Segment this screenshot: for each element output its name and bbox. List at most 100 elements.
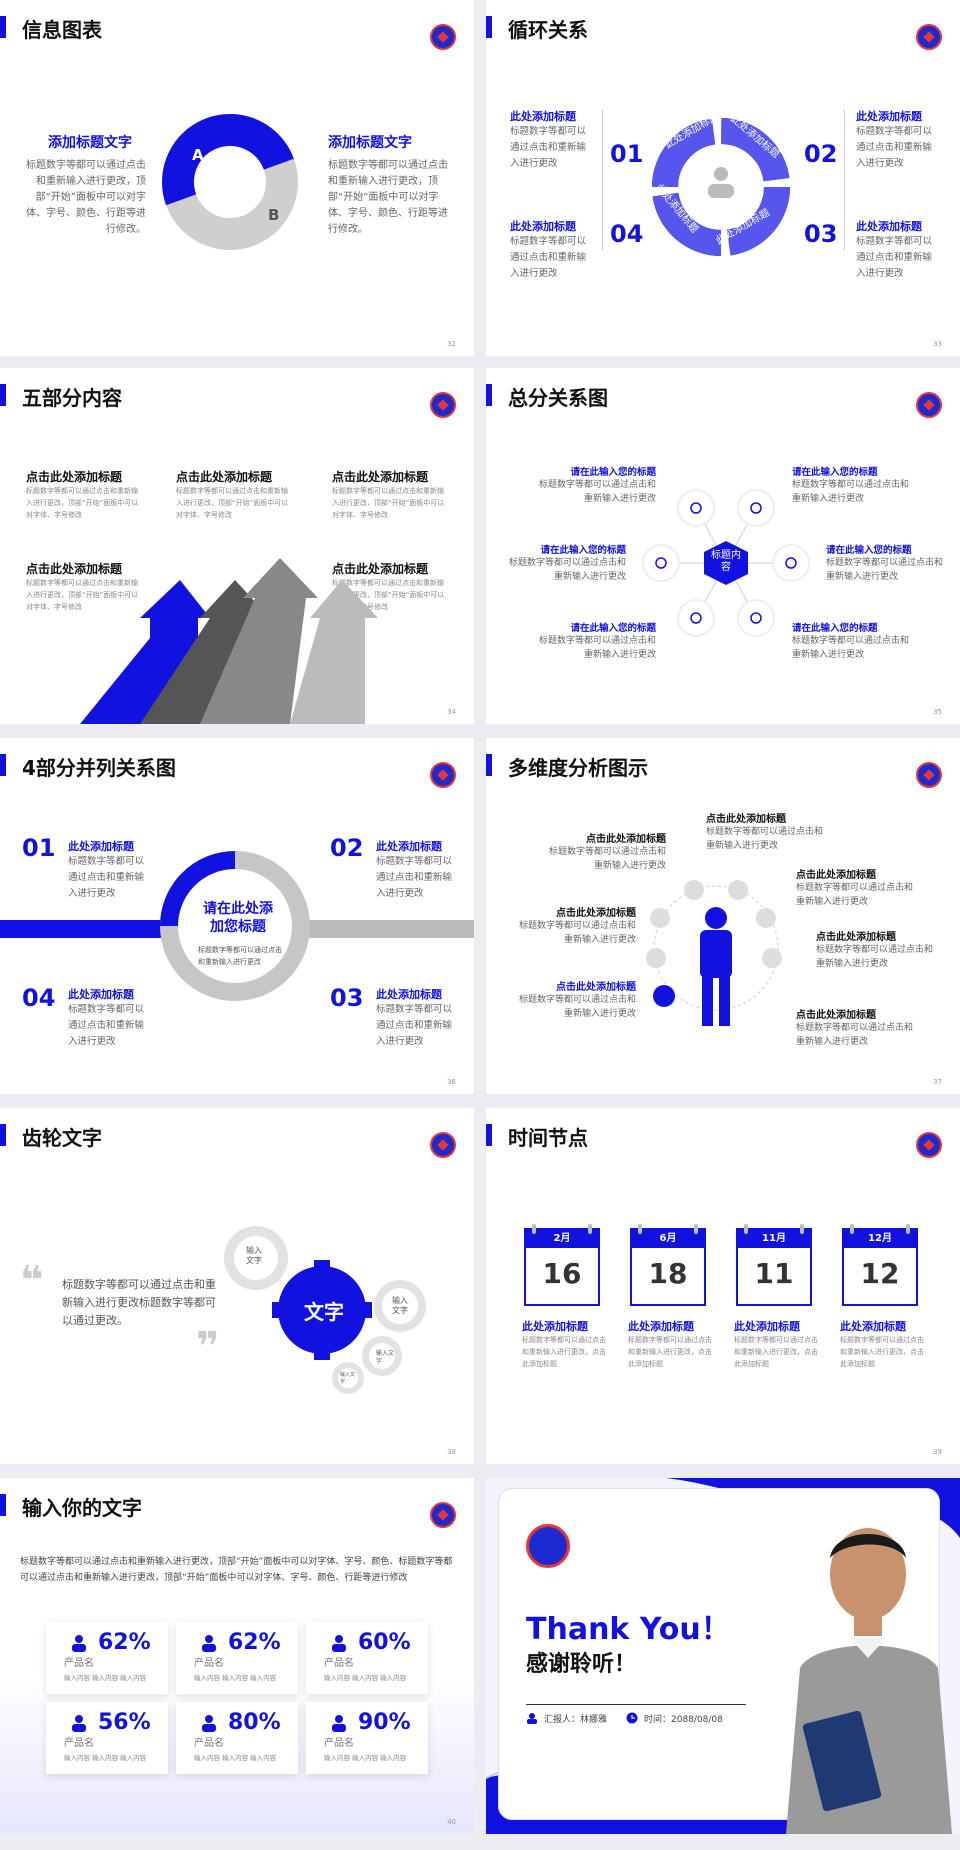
slide-multi-dimension[interactable]: 多维度分析图示 点击此处添加标题 标题数字等都可以通过点击和重新输入进行更改 点…: [486, 738, 960, 1094]
slide-info-chart[interactable]: 信息图表 添加标题文字 标题数字等都可以通过点击和重新输入进行更改，顶部“开始”…: [0, 0, 474, 356]
item-5: 请在此输入您的标题 标题数字等都可以通过点击和重新输入进行更改: [538, 623, 656, 660]
num-04: 04: [610, 220, 644, 248]
stat-card-4: 56% 产品名 输入内容 输入内容 输入内容: [46, 1702, 168, 1774]
slide-thank-you[interactable]: Thank You！ 感谢聆听！ 汇报人：林娜雅 时间：2088/08/08: [486, 1478, 960, 1834]
page-number: 33: [933, 340, 942, 348]
slide-four-parallel[interactable]: 4部分并列关系图 请在此处添加您标题 标题数字等都可以通过点击和重新输入进行更改…: [0, 738, 474, 1094]
slide-input-text[interactable]: 输入你的文字 标题数字等都可以通过点击和重新输入进行更改，顶部“开始”面板中可以…: [0, 1478, 474, 1834]
user-icon: [332, 1715, 346, 1732]
page-number: 34: [447, 708, 456, 716]
item-2: 此处添加标题 标题数字等都可以通过点击和重新输入进行更改: [856, 108, 936, 172]
item-3: 点击此处添加标题 标题数字等都可以通过点击和重新输入进行更改: [796, 870, 914, 907]
item-5: 点击此处添加标题 标题数字等都可以通过点击和重新输入进行更改: [816, 932, 934, 969]
school-logo: [916, 24, 942, 50]
item-6: 点击此处添加标题 标题数字等都可以通过点击和重新输入进行更改: [518, 982, 636, 1019]
item-1: 此处添加标题 标题数字等都可以通过点击和重新输入进行更改: [68, 840, 145, 899]
slide-five-parts[interactable]: 五部分内容 点击此处添加标题 标题数字等都可以通过点击和重新输入进行更改，顶部“…: [0, 368, 474, 724]
slide-title: 信息图表: [0, 14, 102, 43]
event-4: 此处添加标题 标题数字等都可以通过点击和重新输入进行更改，点击此添加标题: [840, 1320, 924, 1368]
item-text: 标题数字等都可以通过点击和重新输入进行更改，顶部“开始”面板中可以对字体、字号修…: [176, 487, 289, 519]
calendar-3: 11月 11: [736, 1224, 812, 1306]
donut-chart: [162, 114, 298, 250]
gear-label-4: 输入文字: [340, 1372, 356, 1385]
num-01: 01: [22, 834, 56, 862]
slide-title: 4部分并列关系图: [0, 752, 176, 781]
school-logo: [430, 1132, 456, 1158]
school-logo: [526, 1524, 570, 1568]
right-band: [300, 920, 474, 938]
item-3: 此处添加标题 标题数字等都可以通过点击和重新输入进行更改: [856, 218, 936, 282]
slide-title: 多维度分析图示: [486, 752, 648, 781]
item-text: 标题数字等都可以通过点击和重新输入进行更改: [510, 126, 587, 169]
page-number: 39: [933, 1448, 942, 1456]
left-text: 标题数字等都可以通过点击和重新输入进行更改，顶部“开始”面板中可以对字体、字号、…: [26, 160, 146, 235]
user-icon: [202, 1635, 216, 1652]
slide-total-part[interactable]: 总分关系图 标题内容 请在此输入您的标题 标题数字等都可以通过点击和重新输入进行…: [486, 368, 960, 724]
gear-label-2: 输入文字: [392, 1296, 408, 1315]
school-logo: [430, 392, 456, 418]
slide-timeline[interactable]: 时间节点 2月 16 6月 18 11月 11 12月 12 此处添加标题 标题…: [486, 1108, 960, 1464]
calendar-4: 12月 12: [842, 1224, 918, 1306]
slide-title: 时间节点: [486, 1122, 588, 1151]
slide-cycle[interactable]: 循环关系 此处添加标题 标题数字等都可以通过点击和重新输入进行更改 此处添加标题…: [486, 0, 960, 356]
item-heading: 点击此处添加标题: [26, 562, 123, 576]
center-heading: 请在此处添加您标题: [203, 901, 273, 935]
gear-label-3: 输入文字: [376, 1350, 395, 1365]
item-3: 点击此处添加标题 标题数字等都可以通过点击和重新输入进行更改，顶部“开始”面板中…: [332, 468, 450, 521]
school-logo: [430, 762, 456, 788]
item-1: 此处添加标题 标题数字等都可以通过点击和重新输入进行更改: [510, 108, 590, 172]
left-heading: 添加标题文字: [48, 135, 132, 151]
thank-you-title: Thank You！: [526, 1612, 731, 1647]
slide-title: 总分关系图: [486, 382, 608, 411]
stat-card-6: 90% 产品名 输入内容 输入内容 输入内容: [306, 1702, 428, 1774]
item-text: 标题数字等都可以通过点击和重新输入进行更改: [856, 236, 933, 279]
item-4: 点击此处添加标题 标题数字等都可以通过点击和重新输入进行更改，顶部“开始”面板中…: [26, 560, 144, 613]
clock-icon: [626, 1712, 638, 1724]
item-text: 标题数字等都可以通过点击和重新输入进行更改，顶部“开始”面板中可以对字体、字号修…: [26, 487, 139, 519]
event-3: 此处添加标题 标题数字等都可以通过点击和重新输入进行更改，点击此添加标题: [734, 1320, 818, 1368]
item-heading: 点击此处添加标题: [332, 470, 429, 484]
slide-title: 齿轮文字: [0, 1122, 102, 1151]
item-2: 点击此处添加标题 标题数字等都可以通过点击和重新输入进行更改: [548, 834, 666, 871]
user-icon: [72, 1715, 86, 1732]
calendar-2: 6月 18: [630, 1224, 706, 1306]
slide-title: 输入你的文字: [0, 1492, 142, 1521]
user-icon: [202, 1715, 216, 1732]
calendar-1: 2月 16: [524, 1224, 600, 1306]
item-3: 此处添加标题 标题数字等都可以通过点击和重新输入进行更改: [376, 988, 453, 1047]
slide-gear-text[interactable]: 齿轮文字 ❝ ❞ 标题数字等都可以通过点击和重新输入进行更改标题数字等都可以通过…: [0, 1108, 474, 1464]
paragraph: 标题数字等都可以通过点击和重新输入进行更改，顶部“开始”面板中可以对字体、字号、…: [20, 1557, 453, 1583]
school-logo: [430, 24, 456, 50]
main-gear-label: 文字: [304, 1300, 344, 1324]
hub-diagram: [642, 489, 810, 637]
num-03: 03: [330, 984, 364, 1012]
user-icon: [527, 1713, 537, 1724]
item-4: 此处添加标题 标题数字等都可以通过点击和重新输入进行更改: [510, 218, 590, 282]
gear-label-1: 输入文字: [246, 1246, 262, 1265]
item-heading: 点击此处添加标题: [176, 470, 273, 484]
item-text: 标题数字等都可以通过点击和重新输入进行更改，顶部“开始”面板中可以对字体、字号修…: [26, 579, 139, 611]
center-text: 标题数字等都可以通过点击和重新输入进行更改: [198, 946, 282, 966]
item-4: 此处添加标题 标题数字等都可以通过点击和重新输入进行更改: [68, 988, 145, 1047]
page-number: 32: [447, 340, 456, 348]
item-1: 点击此处添加标题 标题数字等都可以通过点击和重新输入进行更改，顶部“开始”面板中…: [26, 468, 144, 521]
item-4: 请在此输入您的标题 标题数字等都可以通过点击和重新输入进行更改: [826, 545, 944, 582]
cycle-ring: [652, 118, 790, 256]
reporter-text: 汇报人：林娜雅: [544, 1715, 608, 1725]
num-02: 02: [804, 140, 838, 168]
user-icon: [332, 1635, 346, 1652]
item-text: 标题数字等都可以通过点击和重新输入进行更改: [510, 236, 587, 279]
student-photo: [786, 1528, 952, 1834]
num-04: 04: [22, 984, 56, 1012]
school-logo: [916, 762, 942, 788]
page-number: 35: [933, 708, 942, 716]
segment-b-label: B: [268, 206, 280, 224]
arrows-graphic: [80, 558, 378, 724]
event-1: 此处添加标题 标题数字等都可以通过点击和重新输入进行更改，点击此添加标题: [522, 1320, 606, 1368]
item-heading: 此处添加标题: [856, 110, 922, 123]
right-heading: 添加标题文字: [328, 135, 412, 151]
item-heading: 此处添加标题: [856, 220, 922, 233]
dimension-ring: [646, 880, 782, 1026]
item-text: 标题数字等都可以通过点击和重新输入进行更改，顶部“开始”面板中可以对字体、字号修…: [332, 487, 445, 519]
center-label: 标题内容: [711, 550, 741, 573]
